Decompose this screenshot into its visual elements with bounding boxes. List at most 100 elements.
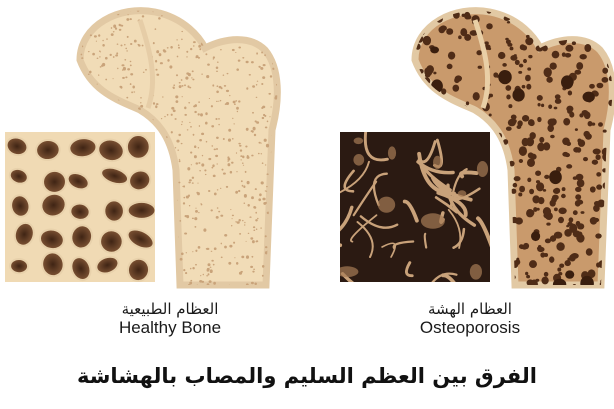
bone-pore xyxy=(573,176,578,180)
bone-pore xyxy=(484,41,488,44)
bone-pore xyxy=(126,97,128,99)
bone-pore xyxy=(77,41,79,42)
bone-pore xyxy=(423,36,431,43)
bone-pore xyxy=(246,255,249,258)
bone-pore xyxy=(88,51,90,52)
bone-pore xyxy=(243,185,245,188)
bone-pore xyxy=(403,109,417,124)
bone-pore xyxy=(156,261,158,262)
bone-pore xyxy=(218,101,219,102)
bone-pore xyxy=(256,228,258,229)
bone-pore xyxy=(231,218,232,219)
bone-pore xyxy=(489,114,492,117)
bone-pore xyxy=(255,34,256,35)
bone-pore xyxy=(137,288,139,290)
bone-pore xyxy=(265,126,268,128)
bone-pore xyxy=(187,15,188,17)
bone-pore xyxy=(82,103,84,105)
bone-pore xyxy=(171,131,173,133)
bone-pore xyxy=(211,145,213,146)
bone-pore xyxy=(248,233,250,234)
bone-pore xyxy=(494,145,499,150)
bone-pore xyxy=(254,134,256,136)
bone-pore xyxy=(201,74,202,75)
bone-pore xyxy=(505,85,511,91)
bone-pore xyxy=(173,88,175,90)
bone-pore xyxy=(526,84,531,90)
bone-pore xyxy=(264,139,267,142)
bone-pore xyxy=(211,260,213,262)
bone-pore xyxy=(156,74,159,76)
bone-pore xyxy=(97,84,98,85)
bone-pore xyxy=(192,267,194,269)
bone-pore xyxy=(182,186,183,187)
bone-pore xyxy=(219,17,221,19)
bone-pore xyxy=(281,249,284,251)
bone-pore xyxy=(127,36,129,38)
healthy-pore xyxy=(126,135,150,160)
bone-pore xyxy=(610,33,614,38)
bone-pore xyxy=(190,280,192,281)
bone-pore xyxy=(188,73,191,76)
bone-pore xyxy=(281,119,283,121)
bone-pore xyxy=(153,287,155,289)
bone-pore xyxy=(188,102,190,103)
bone-pore xyxy=(211,105,213,107)
bone-pore xyxy=(106,112,109,115)
bone-pore xyxy=(153,102,155,104)
bone-pore xyxy=(266,186,268,187)
bone-pore xyxy=(491,286,498,292)
bone-pore xyxy=(257,218,259,220)
bone-pore xyxy=(583,92,595,102)
bone-pore xyxy=(266,144,269,148)
bone-pore xyxy=(241,256,244,259)
bone-pore xyxy=(529,260,537,268)
bone-pore xyxy=(261,107,263,109)
bone-pore xyxy=(261,83,263,85)
osteoporosis-node xyxy=(336,266,359,277)
bone-pore xyxy=(527,158,535,167)
bone-pore xyxy=(276,207,278,209)
bone-pore xyxy=(238,59,241,61)
bone-pore xyxy=(222,169,224,171)
bone-pore xyxy=(573,8,577,11)
bone-pore xyxy=(97,112,99,114)
bone-pore xyxy=(96,41,97,42)
bone-pore xyxy=(525,37,533,45)
bone-pore xyxy=(280,155,283,159)
bone-pore xyxy=(195,250,197,252)
bone-pore xyxy=(169,190,171,192)
bone-pore xyxy=(215,155,218,157)
bone-pore xyxy=(105,79,107,81)
bone-pore xyxy=(202,155,203,156)
bone-pore xyxy=(192,79,194,81)
bone-pore xyxy=(243,165,244,166)
bone-pore xyxy=(229,245,232,248)
bone-pore xyxy=(203,228,206,231)
osteoporosis-node xyxy=(458,190,467,197)
bone-pore xyxy=(230,171,232,174)
bone-pore xyxy=(94,100,96,103)
diagram-caption: الفرق بين العظم السليم والمصاب بالهشاشة xyxy=(0,362,614,390)
bone-pore xyxy=(216,23,218,25)
bone-pore xyxy=(256,84,257,86)
bone-pore xyxy=(162,192,165,195)
bone-pore xyxy=(80,105,81,106)
bone-pore xyxy=(596,172,601,177)
bone-pore xyxy=(513,183,518,188)
bone-pore xyxy=(530,132,536,139)
bone-pore xyxy=(200,203,201,204)
bone-pore xyxy=(256,52,258,54)
bone-pore xyxy=(130,73,133,75)
bone-pore xyxy=(265,235,267,237)
bone-pore xyxy=(156,146,158,148)
bone-pore xyxy=(584,131,590,138)
bone-pore xyxy=(256,8,258,10)
bone-pore xyxy=(117,43,119,44)
healthy-bone-label-arabic: العظام الطبيعية xyxy=(70,300,270,318)
bone-pore xyxy=(278,67,280,69)
bone-pore xyxy=(256,121,259,124)
bone-pore xyxy=(246,61,249,63)
bone-pore xyxy=(263,202,266,205)
bone-pore xyxy=(200,28,203,30)
